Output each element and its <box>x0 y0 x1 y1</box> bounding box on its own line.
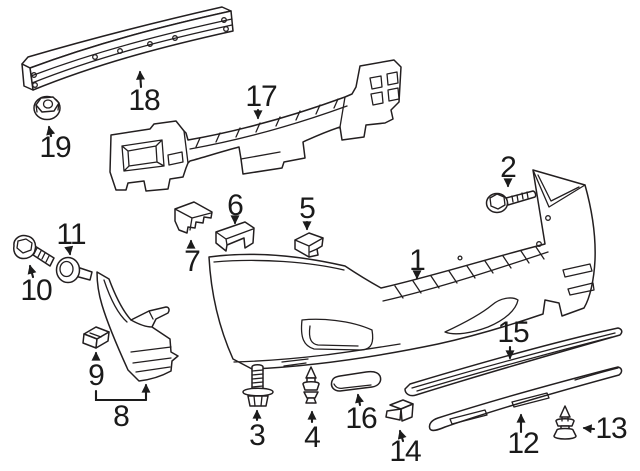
callout-8-bracket <box>94 389 148 402</box>
nut-hex <box>35 96 60 113</box>
callout-12: 12 <box>507 413 540 460</box>
part-8-mud-guard <box>96 271 179 382</box>
callout-15-label: 15 <box>497 316 529 349</box>
callout-11-arrow <box>64 245 74 256</box>
lower-recess <box>444 297 519 335</box>
part-12-lower-molding <box>428 366 623 432</box>
callout-9-label: 9 <box>88 359 104 392</box>
impact-bar-end-cap <box>21 63 34 91</box>
part-4-push-pin <box>302 366 320 404</box>
callout-19-label: 19 <box>39 131 71 164</box>
part-18-impact-bar <box>21 6 234 91</box>
callouts: 1 2 3 4 5 6 7 8 <box>20 70 628 468</box>
callout-13-label: 13 <box>595 412 627 445</box>
part-3-screw <box>242 364 274 407</box>
callout-2: 2 <box>500 151 517 188</box>
callout-1-label: 1 <box>409 244 425 277</box>
callout-10: 10 <box>20 264 53 307</box>
clip13-tip <box>559 405 571 418</box>
part-15-lower-molding <box>404 327 623 397</box>
callout-16: 16 <box>345 393 378 435</box>
callout-11-label: 11 <box>56 218 85 251</box>
part-6-side-retainer <box>215 221 255 252</box>
part-10-bolt <box>13 234 55 267</box>
callout-8-label: 8 <box>113 400 129 433</box>
callout-17-label: 17 <box>245 80 277 113</box>
screw3-washer <box>242 387 274 397</box>
callout-7-label: 7 <box>184 245 200 278</box>
clip14-flap <box>385 408 402 421</box>
license-plate-recess <box>300 318 374 351</box>
callout-16-label: 16 <box>345 402 377 435</box>
clip14-side <box>400 403 414 422</box>
callout-7: 7 <box>184 239 201 278</box>
bolt2-shank <box>505 190 537 206</box>
part-2-bolt <box>485 190 537 214</box>
callout-15: 15 <box>497 316 530 360</box>
callout-3-label: 3 <box>249 419 265 452</box>
callout-8: 8 <box>94 383 151 433</box>
callout-6-label: 6 <box>227 189 243 222</box>
callout-2-label: 2 <box>500 151 516 184</box>
callout-9: 9 <box>88 351 105 392</box>
bumper-outline <box>208 169 596 370</box>
callout-18: 18 <box>128 70 161 117</box>
callout-16-arrow <box>355 393 364 407</box>
callout-5-label: 5 <box>299 192 315 225</box>
callout-17: 17 <box>245 80 278 120</box>
pin4-flange1 <box>302 381 320 391</box>
callout-14-arrow <box>397 429 407 443</box>
part-1-bumper-cover <box>208 169 596 370</box>
part-13-push-clip <box>553 405 577 440</box>
part-16-reflector <box>330 370 382 392</box>
pin4-base <box>305 397 317 404</box>
callout-10-arrow <box>27 264 37 279</box>
part-17-energy-absorber <box>109 59 402 192</box>
callout-4: 4 <box>304 410 321 454</box>
mud-guard-outline <box>96 271 179 382</box>
callout-6: 6 <box>227 189 244 225</box>
callout-18-arrow <box>136 70 145 89</box>
callout-18-label: 18 <box>128 84 160 117</box>
retainer6-outline <box>215 221 255 252</box>
clip13-collar <box>555 418 575 427</box>
part-7-side-bracket <box>174 201 213 234</box>
clip13-skirt <box>553 427 577 440</box>
callout-13-arrow <box>582 424 596 434</box>
clip9-side <box>95 331 110 349</box>
callout-14-label: 14 <box>389 435 421 468</box>
callout-19-arrow <box>46 125 56 138</box>
part-11-screw-grommet <box>55 256 93 284</box>
callout-5: 5 <box>299 192 316 231</box>
callout-3: 3 <box>249 409 266 452</box>
pin4-flange2 <box>303 391 319 399</box>
screw3-hex <box>247 395 269 407</box>
callout-19: 19 <box>39 125 72 164</box>
part-9-clip <box>82 326 110 349</box>
callout-10-label: 10 <box>20 274 52 307</box>
callout-11: 11 <box>56 218 87 256</box>
callout-12-label: 12 <box>507 427 539 460</box>
reflector-outline <box>330 370 382 392</box>
pin4-tip <box>305 366 317 379</box>
part-14-clip <box>385 399 414 422</box>
callout-14: 14 <box>389 429 422 468</box>
callout-4-label: 4 <box>304 421 320 454</box>
part-19-flange-nut <box>33 95 61 121</box>
part-5-clip <box>294 232 324 258</box>
callout-13: 13 <box>582 412 628 445</box>
callout-1: 1 <box>409 244 426 280</box>
